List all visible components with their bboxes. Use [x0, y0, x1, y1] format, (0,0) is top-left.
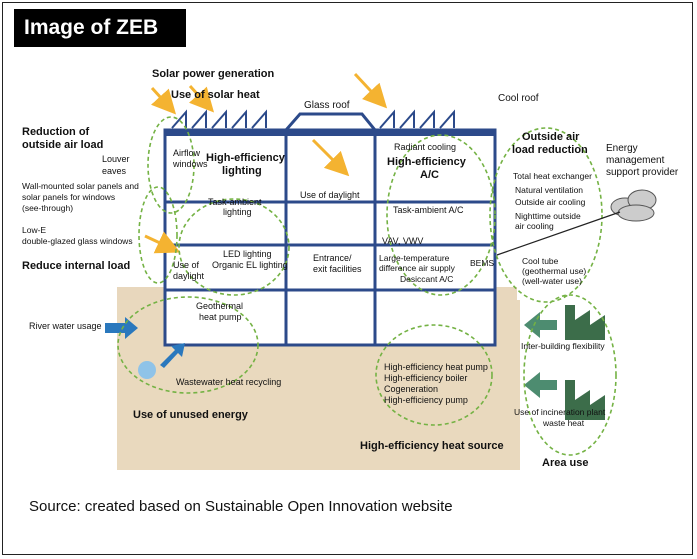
- label-wall-solar-3: (see-through): [22, 203, 73, 213]
- source-caption: Source: created based on Sustainable Ope…: [29, 498, 453, 515]
- label-airflow-1: Airflow: [173, 148, 201, 158]
- label-led-1: LED lighting: [223, 249, 272, 259]
- label-hep: High-efficiency pump: [384, 395, 468, 405]
- label-large-temp-1: Large-temperature: [379, 253, 450, 263]
- label-incin-1: Use of incineration plant: [514, 407, 606, 417]
- label-lowe-2: double-glazed glass windows: [22, 236, 133, 246]
- label-hehs: High-efficiency heat source: [360, 440, 504, 452]
- label-unused-energy: Use of unused energy: [133, 409, 249, 421]
- label-nighttime-1: Nighttime outside: [515, 211, 581, 221]
- label-entrance-2: exit facilities: [313, 264, 362, 274]
- label-geothermal-1: Geothermal: [196, 301, 243, 311]
- label-wall-solar-1: Wall-mounted solar panels and: [22, 181, 139, 191]
- label-desiccant: Desiccant A/C: [400, 274, 453, 284]
- label-area-use: Area use: [542, 457, 588, 469]
- label-natural-vent: Natural ventilation: [515, 185, 583, 195]
- label-use-daylight-left-1: Use of: [173, 260, 200, 270]
- label-oalr-2: load reduction: [512, 144, 588, 156]
- label-cogen: Cogeneration: [384, 384, 438, 394]
- label-heb: High-efficiency boiler: [384, 373, 467, 383]
- label-lowe-1: Low-E: [22, 225, 46, 235]
- label-reduction-outside-2: outside air load: [22, 139, 103, 151]
- label-geothermal-2: heat pump: [199, 312, 242, 322]
- label-radiant-cooling: Radiant cooling: [394, 142, 456, 152]
- label-cool-tube-1: Cool tube: [522, 256, 559, 266]
- label-led-2: Organic EL lighting: [212, 260, 288, 270]
- label-hea-1: High-efficiency: [387, 156, 467, 168]
- label-inter-building: Inter-building flexibility: [521, 341, 605, 351]
- label-nighttime-2: air cooling: [515, 221, 554, 231]
- label-hehp: High-efficiency heat pump: [384, 362, 488, 372]
- label-wastewater: Wastewater heat recycling: [176, 377, 281, 387]
- label-solar-heat: Use of solar heat: [171, 89, 260, 101]
- blue-arrows: [105, 317, 185, 379]
- label-hel-2: lighting: [222, 165, 262, 177]
- label-outside-cooling: Outside air cooling: [515, 197, 586, 207]
- label-hea-2: A/C: [420, 169, 439, 181]
- green-arrows: [524, 312, 557, 398]
- label-airflow-2: windows: [172, 159, 208, 169]
- label-total-heat: Total heat exchanger: [513, 171, 592, 181]
- label-task-ambient-light-1: Task-ambient: [208, 197, 262, 207]
- title-bar: [14, 9, 186, 47]
- label-oalr-1: Outside air: [522, 131, 580, 143]
- label-task-ambient-light-2: lighting: [223, 207, 252, 217]
- roof-slab: [165, 130, 495, 136]
- label-river-water: River water usage: [29, 321, 102, 331]
- label-use-daylight-left-2: daylight: [173, 271, 205, 281]
- dashed-ellipses: [117, 116, 617, 456]
- label-bems: BEMS: [470, 258, 494, 268]
- cloud-icon: [610, 189, 657, 222]
- label-louver-1: Louver: [102, 154, 130, 164]
- label-large-temp-2: difference air supply: [379, 263, 456, 273]
- label-entrance-1: Entrance/: [313, 253, 352, 263]
- label-task-ambient-ac: Task-ambient A/C: [393, 205, 464, 215]
- label-solar-power: Solar power generation: [152, 68, 275, 80]
- label-louver-2: eaves: [102, 166, 127, 176]
- label-incin-2: waste heat: [542, 418, 585, 428]
- label-energy-mgmt-3: support provider: [606, 167, 679, 178]
- factory-icon: [565, 305, 605, 420]
- label-cool-tube-3: (well-water use): [522, 276, 582, 286]
- label-cool-roof: Cool roof: [498, 93, 539, 104]
- label-energy-mgmt-2: management: [606, 155, 665, 166]
- label-energy-mgmt-1: Energy: [606, 143, 638, 154]
- figure-title: Image of ZEB: [24, 16, 159, 39]
- sunlight-arrows: [144, 72, 388, 254]
- label-reduction-outside-1: Reduction of: [22, 126, 90, 138]
- label-hel-1: High-efficiency: [206, 152, 286, 164]
- label-reduce-internal: Reduce internal load: [22, 260, 130, 272]
- label-vav: VAV, VWV: [382, 236, 423, 246]
- bems-link: [496, 211, 621, 256]
- label-use-daylight-center: Use of daylight: [300, 190, 360, 200]
- label-wall-solar-2: solar panels for windows: [22, 192, 115, 202]
- label-glass-roof: Glass roof: [304, 100, 350, 111]
- label-cool-tube-2: (geothermal use): [522, 266, 586, 276]
